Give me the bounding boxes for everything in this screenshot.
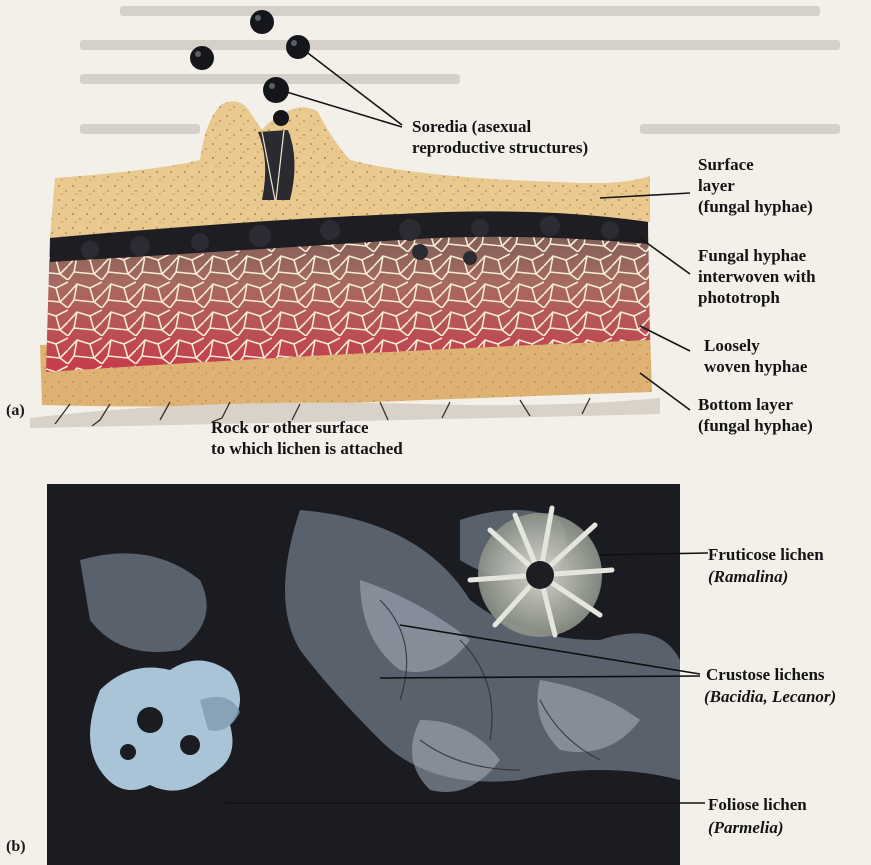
crustose-genus-label: (Bacidia, Lecanor): [704, 686, 836, 707]
fruticose-name-label: Fruticose lichen: [708, 544, 824, 565]
foliose-genus-label: (Parmelia): [708, 817, 784, 838]
foliose-name-label: Foliose lichen: [708, 794, 807, 815]
panel-b-letter: (b): [6, 838, 26, 856]
fruticose-genus-label: (Ramalina): [708, 566, 788, 587]
crustose-name-label: Crustose lichens: [706, 664, 825, 685]
